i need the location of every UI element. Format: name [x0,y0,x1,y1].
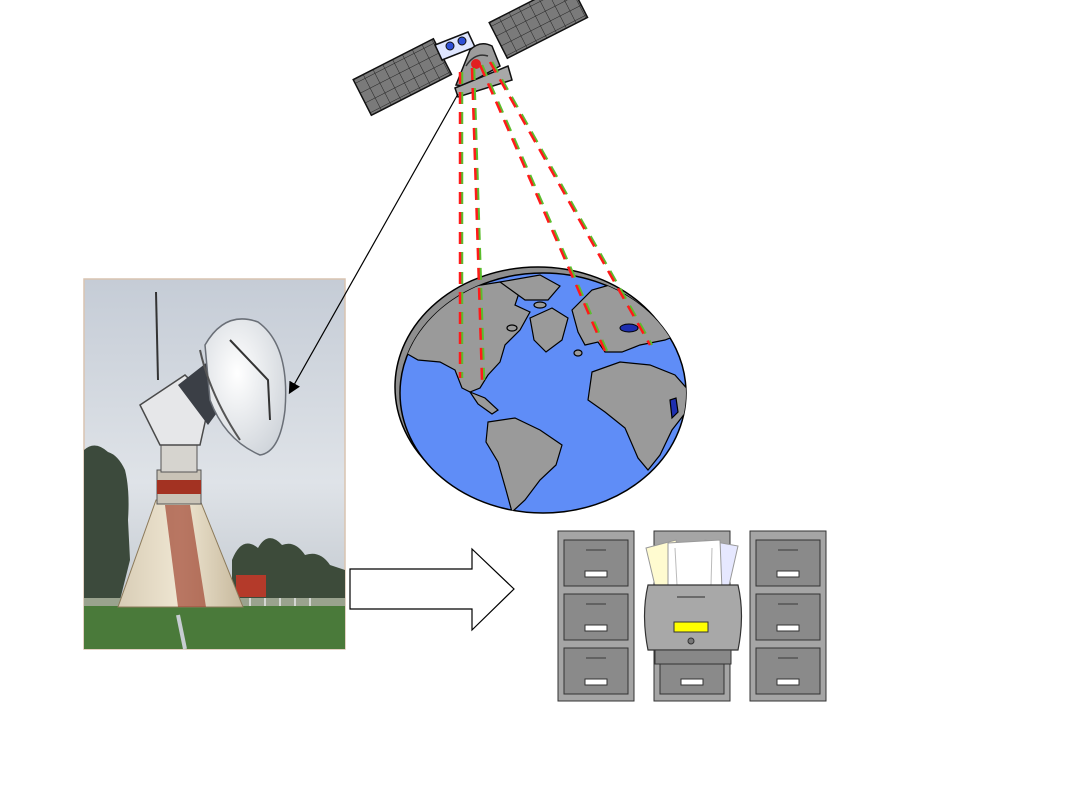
cabinet-right [749,530,827,702]
beam-3 [478,64,612,359]
continent-greenland [529,307,569,353]
open-drawer [643,584,743,651]
continent-africa [587,361,686,471]
solar-panel-right [488,0,589,60]
drawer-label [673,621,709,633]
grass [84,603,345,649]
block-arrow-right-icon [349,547,515,632]
satellite-icon [352,0,589,117]
continent-south-america [485,417,563,513]
trees-left [84,445,130,610]
cabinet-middle [643,530,743,702]
signal-beams [458,61,654,381]
beam-2 [470,67,486,381]
filing-cabinet-icon [557,530,827,702]
antenna-dish [204,318,287,456]
beam-1 [458,72,464,378]
globe-icon [394,266,687,514]
cabinet-left [557,530,635,702]
beam-4 [488,61,654,346]
open-drawer-papers [645,539,739,591]
antenna-photo [83,278,346,650]
downlink-arrow [288,93,459,395]
satellite-body [433,31,513,98]
